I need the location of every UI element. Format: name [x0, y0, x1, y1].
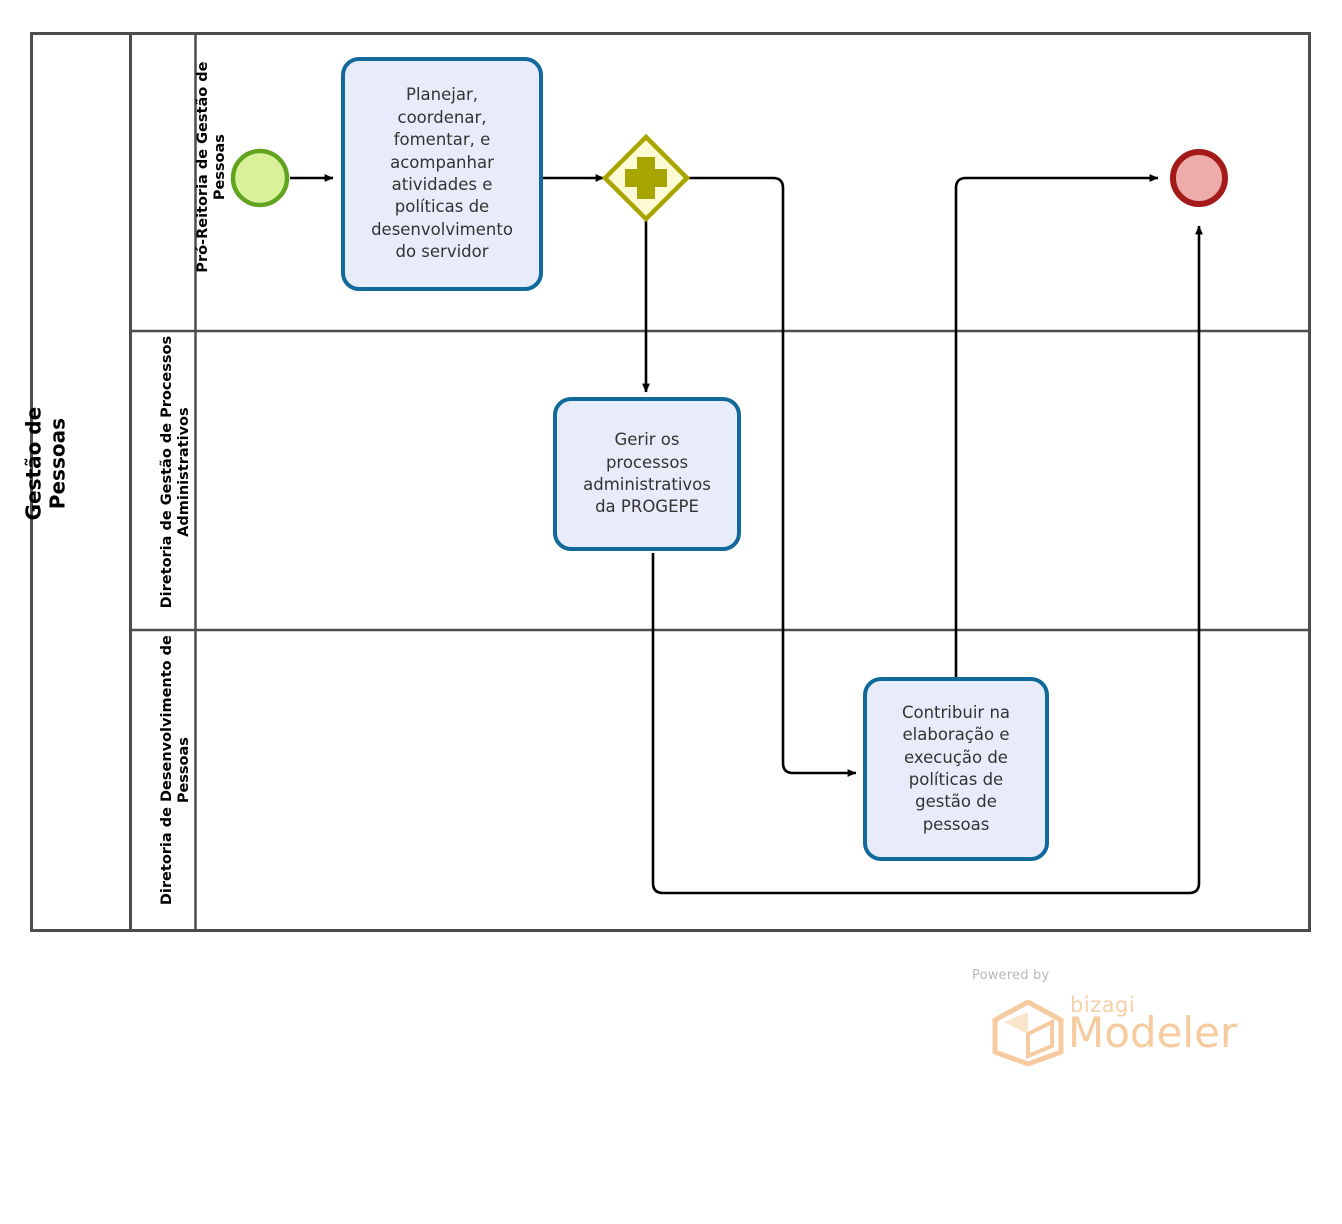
bizagi-logo-icon: [992, 1000, 1064, 1066]
watermark-brand-label: bizagi: [1070, 993, 1136, 1017]
plus-icon: [625, 157, 667, 199]
flow-gateway-to-contribuir: [688, 176, 857, 777]
lane-title-desenvolvimento-de-pessoas: Diretoria de Desenvolvimento de Pessoas: [158, 635, 192, 906]
task-contribuir[interactable]: [863, 677, 1049, 861]
flow-contribuir-to-end: [954, 174, 1159, 680]
pool-title: Gestão de Pessoas: [21, 406, 69, 521]
task-contribuir-label: Contribuir na elaboração e execução de p…: [901, 702, 1011, 834]
watermark-powered-by-label: Powered by: [972, 968, 1050, 983]
lane-title-processos-administrativos: Diretoria de Gestão de Processos Adminis…: [158, 335, 192, 609]
flow-gerir-to-end: [651, 225, 1203, 895]
task-planejar[interactable]: [341, 57, 543, 291]
task-planejar-label: Planejar, coordenar, fomentar, e acompan…: [371, 85, 513, 262]
start-event[interactable]: [230, 148, 290, 208]
bizagi-watermark: Powered by bizagi Modeler: [972, 968, 1262, 1068]
lane-title-pro-reitoria: Pró-Reitoria de Gestão de Pessoas: [194, 61, 228, 273]
sequence-flows: [290, 174, 1203, 895]
task-gerir[interactable]: [553, 397, 741, 551]
watermark-product-label: Modeler: [1068, 1008, 1238, 1057]
end-event[interactable]: [1170, 149, 1228, 207]
parallel-gateway[interactable]: [601, 133, 691, 223]
task-gerir-label: Gerir os processos administrativos da PR…: [583, 430, 711, 517]
